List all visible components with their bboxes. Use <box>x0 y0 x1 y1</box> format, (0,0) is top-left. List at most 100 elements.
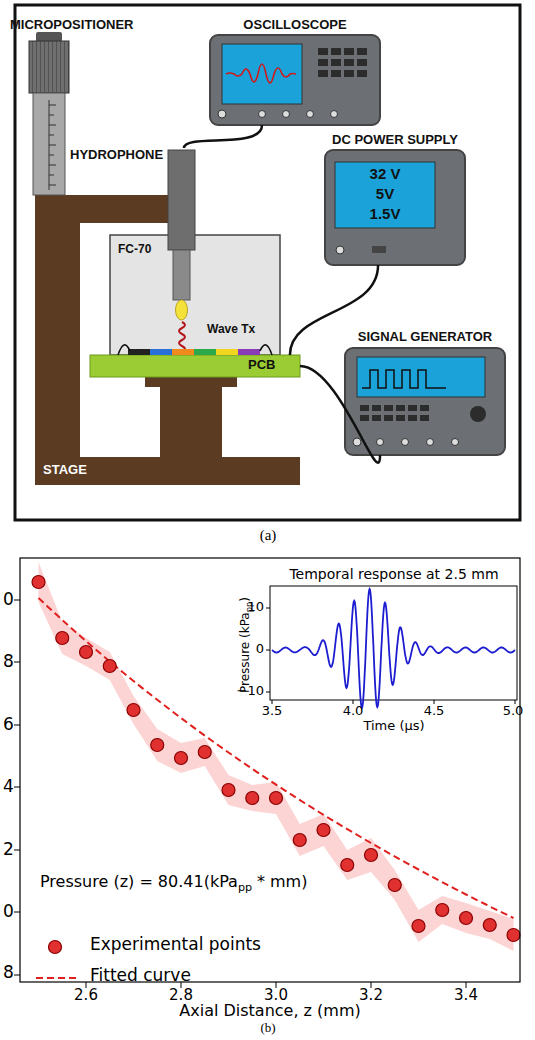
tick-label: 0 <box>256 642 264 657</box>
data-point <box>270 792 283 805</box>
drawn-g <box>353 438 459 446</box>
panel-letter: (b) <box>260 1021 275 1036</box>
drawn-line <box>14 975 20 976</box>
data-point <box>507 929 520 942</box>
axis-title: Temporal response at 2.5 mm <box>289 566 498 582</box>
drawn-line <box>14 725 20 726</box>
tick-label: 2.6 <box>74 987 98 1004</box>
device-label: OSCILLOSCOPE <box>243 18 346 33</box>
inset-ticks <box>266 608 515 704</box>
display-screen: 32 V5V1.5V <box>335 162 435 228</box>
drawn-line <box>14 850 20 851</box>
drawn-g <box>360 405 429 421</box>
fit-equation: Pressure (z) = 80.41(kPapp * mm) <box>40 873 307 895</box>
data-point <box>56 632 69 645</box>
drawn-rect <box>325 150 465 265</box>
data-point <box>460 912 473 925</box>
text-part: * mm) <box>257 872 308 891</box>
drawn-rect <box>238 349 260 355</box>
drawn-circle <box>377 439 384 446</box>
drawn-line <box>49 165 56 166</box>
drawn-line <box>14 787 20 788</box>
drawn-circle <box>402 439 409 446</box>
drawn-rect <box>331 59 341 66</box>
device-node: FC-70Wave Tx <box>110 235 280 355</box>
drawn-rect <box>408 415 417 421</box>
bond-wires <box>118 345 272 355</box>
drawn-rect <box>222 44 302 104</box>
drawn-g <box>218 110 338 118</box>
tick-label: 8 <box>3 652 14 672</box>
cable <box>184 125 262 148</box>
drawn-circle <box>283 111 290 118</box>
drawn-line <box>49 125 56 126</box>
data-point <box>222 784 235 797</box>
drawn-line <box>49 115 54 116</box>
drawn-rect <box>357 59 367 66</box>
drawn-line <box>49 135 54 136</box>
drawn-circle <box>218 110 226 118</box>
data-point <box>151 739 164 752</box>
drawn-rect <box>344 48 354 55</box>
drawn-rect <box>384 405 393 411</box>
drawn-rect <box>331 48 341 55</box>
drawn-rect <box>216 349 238 355</box>
drawn-rect <box>210 35 380 125</box>
drawn-rect <box>372 415 381 421</box>
tick-label: 3.5 <box>262 704 283 719</box>
data-point <box>317 824 330 837</box>
data-point <box>436 904 449 917</box>
node-text: 1.5V <box>370 205 401 222</box>
drawn-line <box>49 175 54 176</box>
panel-frame <box>15 5 520 520</box>
data-point <box>80 646 93 659</box>
drawn-line <box>49 185 56 186</box>
drawn-line <box>49 105 56 106</box>
drawn-rect <box>357 357 485 397</box>
fluid-tank <box>110 235 280 355</box>
data-points <box>32 576 520 942</box>
drawn-circle <box>470 406 486 422</box>
drawn-rect <box>344 70 354 77</box>
drawn-line <box>14 662 20 663</box>
drawn-rect <box>345 348 505 455</box>
legend-text: Fitted curve <box>90 966 191 986</box>
legend-text: Experimental points <box>90 935 261 955</box>
drawn-rect <box>408 405 417 411</box>
drawn-rect <box>145 377 237 387</box>
node-text: Wave Tx <box>207 323 255 337</box>
drawn-circle <box>427 439 434 446</box>
drawn-rect <box>160 384 222 459</box>
cable <box>300 366 380 463</box>
drawn-rect <box>173 250 190 300</box>
drawn-circle <box>336 246 344 254</box>
drawn-rect <box>35 195 183 223</box>
device-label: DC POWER SUPPLY <box>332 133 458 148</box>
micropositioner-drawing <box>29 32 69 195</box>
tick-label: 4.0 <box>343 704 364 719</box>
tick-label: 8 <box>3 963 14 983</box>
panel-letter: (a) <box>260 527 277 544</box>
tick-label: 3.4 <box>454 987 478 1004</box>
node-text: 5V <box>376 185 394 202</box>
drawn-rect <box>357 70 367 77</box>
drawn-circle <box>452 439 459 446</box>
drawn-line <box>14 912 20 913</box>
drawn-line <box>49 145 56 146</box>
tick-label: 0 <box>3 590 14 610</box>
pcb-board <box>90 355 300 377</box>
text-part: ) <box>238 597 252 602</box>
device-node: SIGNAL GENERATOR <box>345 330 505 455</box>
drawn-ellipse <box>176 300 188 320</box>
data-point <box>483 919 496 932</box>
text-part: Pressure (z) = 80.41(kPa <box>40 872 238 891</box>
data-point <box>365 849 378 862</box>
tick-label: 6 <box>3 715 14 735</box>
tick-label: 4 <box>3 777 14 797</box>
drawn-rect <box>360 405 369 411</box>
drawn-circle <box>259 111 266 118</box>
data-point <box>127 704 140 717</box>
subscript: pp <box>238 881 252 894</box>
text-part: Pressure (kPa <box>238 612 252 693</box>
device-label: SIGNAL GENERATOR <box>358 330 492 345</box>
